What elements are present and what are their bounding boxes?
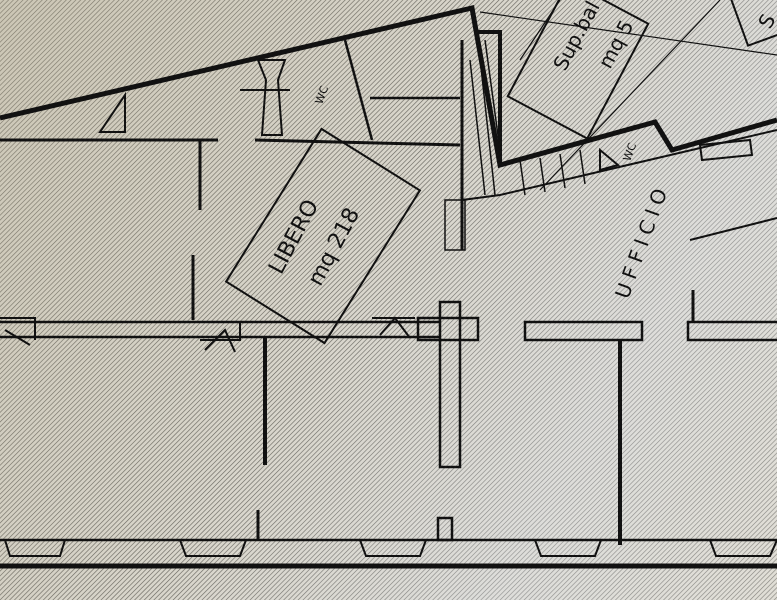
north-exterior-wall [0, 4, 777, 169]
balcony-label-box [506, 0, 650, 140]
wc-label: WC [621, 141, 640, 163]
partial-room-label: S [753, 10, 777, 32]
wc-label: WC [313, 84, 332, 106]
pillar-cross [416, 316, 480, 342]
partial-label-box [729, 0, 777, 47]
pillar [436, 516, 454, 542]
doors [0, 91, 415, 353]
walls [0, 0, 777, 569]
libero-label-box [224, 127, 422, 345]
room-name-office: UFFICIO [610, 180, 674, 302]
stairs [444, 39, 586, 251]
beam [523, 320, 644, 342]
wall [343, 39, 374, 141]
pillar-cross [438, 300, 462, 469]
wall [254, 138, 461, 147]
wc-fixtures [240, 59, 777, 241]
balcony-area: mq 5 [593, 16, 638, 73]
windows [4, 539, 777, 557]
stair-wall [478, 30, 502, 165]
beam [686, 320, 777, 342]
wall [461, 129, 777, 201]
